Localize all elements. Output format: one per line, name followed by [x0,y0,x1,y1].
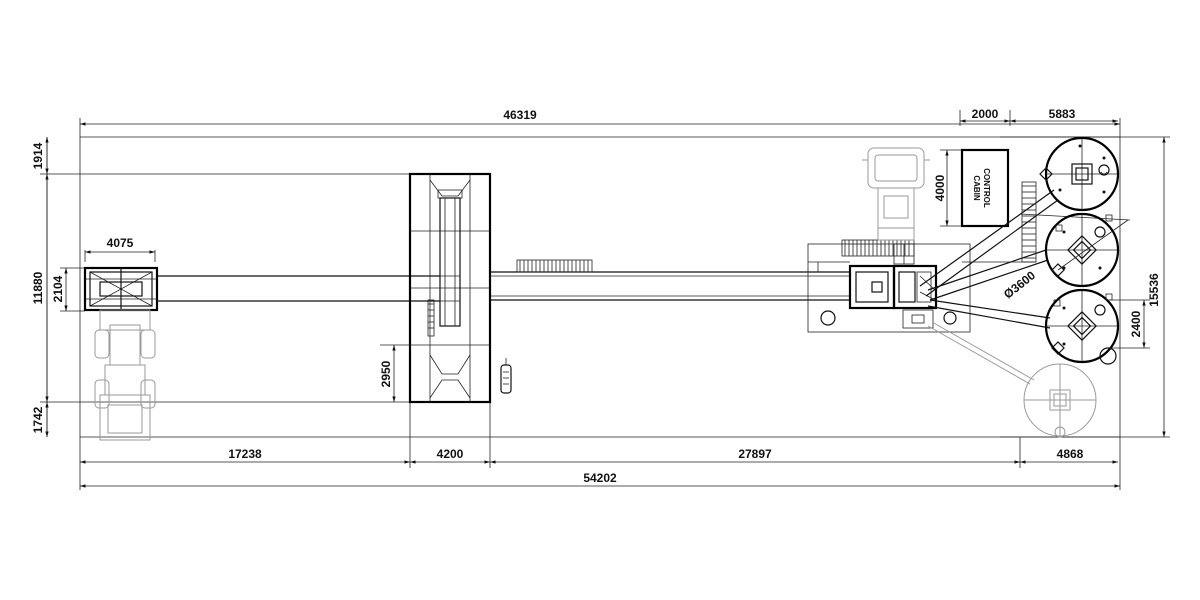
control-cabin-label-2: CABIN [972,175,981,201]
right-dimension: 15536 [1147,137,1166,437]
aggregate-bin: 2950 [379,172,492,404]
stairway [962,181,1037,263]
mixing-unit [807,239,971,333]
control-cabin-label-1: CONTROL [982,168,991,208]
dim-2104: 2104 [51,275,65,302]
silo-offset-dimension: 2400 [1110,299,1150,349]
dim-15536: 15536 [1147,273,1161,307]
feed-hopper: 4075 [83,236,159,312]
dim-2000: 2000 [972,107,999,121]
top-dimension-cabin: 2000 [959,107,1011,126]
dim-54202: 54202 [583,471,617,485]
dim-4000: 4000 [933,174,947,201]
dim-27897: 27897 [738,447,772,461]
dim-5883: 5883 [1049,107,1076,121]
left-conveyor [157,275,441,302]
reference-frame [40,118,1170,490]
dim-4075: 4075 [107,236,134,250]
dim-1742: 1742 [31,406,45,433]
dim-4868: 4868 [1057,447,1084,461]
top-dimension-right: 5883 [1010,107,1118,123]
left-dimensions: 1914 11880 1742 2104 [31,137,85,437]
cement-silo-1 [1039,136,1120,212]
stair-steps [1022,185,1036,259]
dim-4200: 4200 [437,447,464,461]
dim-46319: 46319 [503,108,537,122]
bottom-dimensions: 17238 4200 27897 4868 54202 [80,402,1120,488]
dim-11880: 11880 [31,271,45,304]
walkway-grating [519,260,589,272]
cement-silo-4-optional [1023,363,1097,438]
mixer-grating [844,240,910,256]
cement-silo-3 [1044,288,1120,365]
dim-silo-diameter: Ø3600 [1001,268,1038,301]
main-conveyor [490,259,850,301]
cement-silo-2 [1044,212,1120,288]
dim-2400: 2400 [1129,310,1143,337]
control-cabin: CONTROL CABIN 4000 [933,148,1010,228]
pump-icon [500,358,512,394]
top-dimension-overall: 46319 [80,108,1120,126]
dim-1914: 1914 [31,142,45,169]
dim-17238: 17238 [228,447,262,461]
mixer-truck [862,147,930,241]
dim-2950: 2950 [379,360,393,387]
wheel-loader [94,309,156,441]
